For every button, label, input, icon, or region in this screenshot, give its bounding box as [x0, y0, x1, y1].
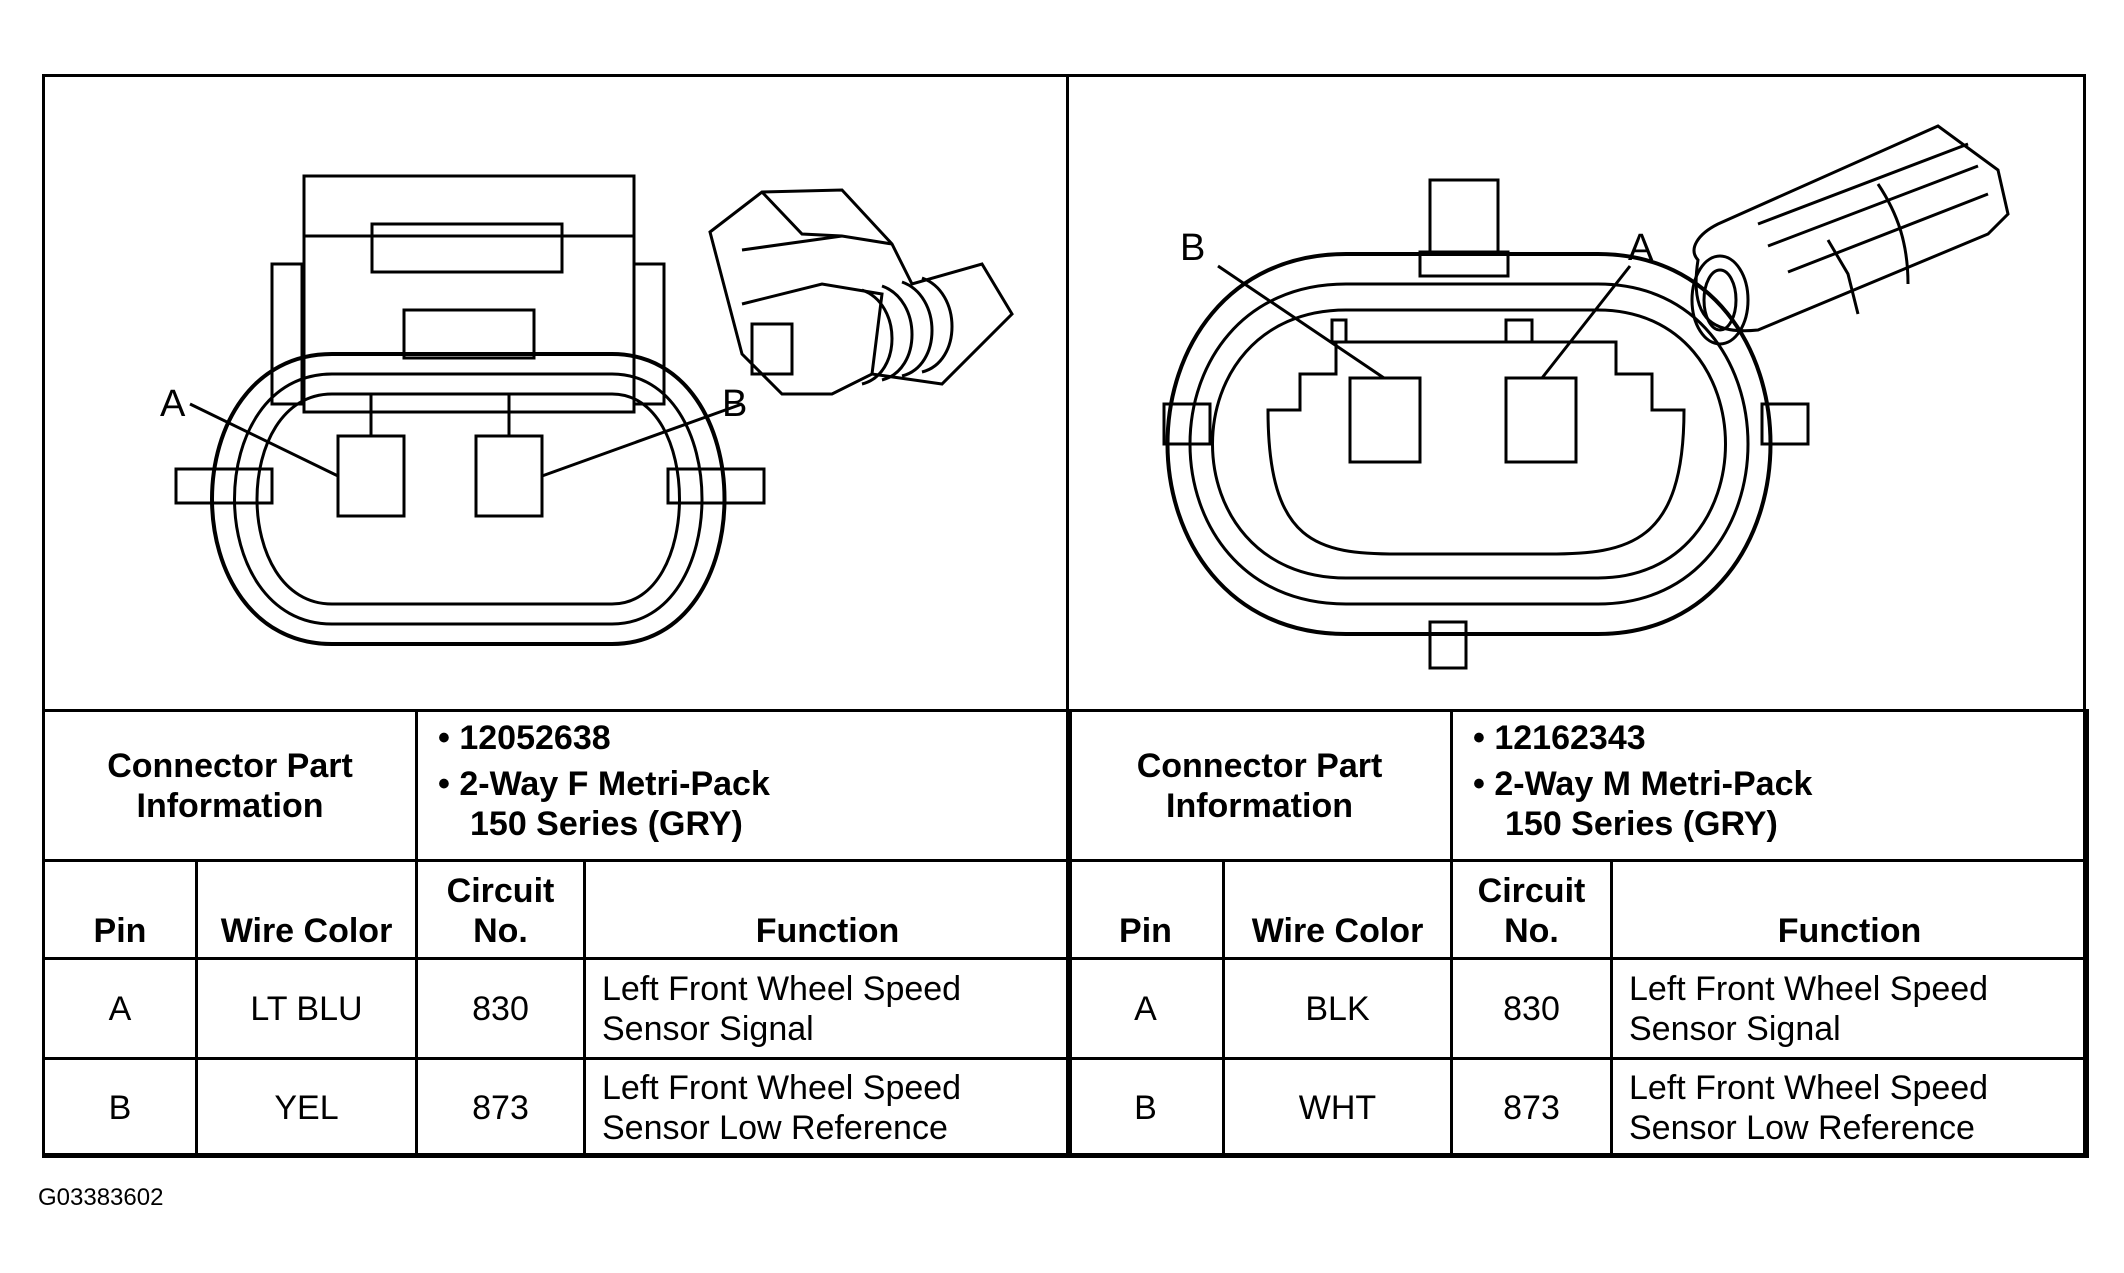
connector-part-info: • 12162343 • 2-Way M Metri-Pack 150 Seri… — [1449, 709, 2090, 862]
col-function: Function — [1609, 859, 2090, 960]
wire-color-cell: BLK — [1222, 957, 1453, 1060]
callout-b: B — [1180, 227, 1205, 269]
part-series: 150 Series (GRY) — [470, 805, 743, 843]
function-cell: Left Front Wheel Speed Sensor Signal — [582, 957, 1073, 1060]
col-wire-color: Wire Color — [1222, 859, 1453, 960]
table-row: B WHT 873 Left Front Wheel Speed Sensor … — [1066, 1057, 2090, 1158]
callout-a: A — [160, 383, 186, 425]
pin-cell: B — [1066, 1057, 1225, 1158]
function-cell: Left Front Wheel Speed Sensor Low Refere… — [582, 1057, 1073, 1158]
part-number: 12162343 — [1494, 719, 1646, 757]
circuit-cell: 830 — [1450, 957, 1613, 1060]
wire-color-cell: YEL — [195, 1057, 418, 1158]
col-circuit-no: Circuit No. — [415, 859, 586, 960]
table-row: B YEL 873 Left Front Wheel Speed Sensor … — [42, 1057, 1073, 1158]
pin-cell: B — [42, 1057, 198, 1158]
wire-color-cell: LT BLU — [195, 957, 418, 1060]
connector-perspective-female — [708, 188, 1014, 396]
part-type: 2-Way M Metri-Pack — [1494, 765, 1813, 803]
table-row: A BLK 830 Left Front Wheel Speed Sensor … — [1066, 957, 2090, 1060]
col-function: Function — [582, 859, 1073, 960]
connector-drawing-female: A B — [42, 74, 1068, 711]
circuit-cell: 873 — [1450, 1057, 1613, 1158]
col-circuit-no: Circuit No. — [1450, 859, 1613, 960]
pin-cell: A — [1066, 957, 1225, 1060]
callout-b: B — [722, 383, 747, 425]
connector-perspective-male — [1690, 124, 2010, 346]
callout-a: A — [1628, 227, 1654, 269]
circuit-cell: 873 — [415, 1057, 586, 1158]
drawing-divider — [1066, 74, 1069, 711]
function-cell: Left Front Wheel Speed Sensor Signal — [1609, 957, 2090, 1060]
pin-cell: A — [42, 957, 198, 1060]
part-series: 150 Series (GRY) — [1505, 805, 1778, 843]
col-wire-color: Wire Color — [195, 859, 418, 960]
wire-color-cell: WHT — [1222, 1057, 1453, 1158]
table-row: A LT BLU 830 Left Front Wheel Speed Sens… — [42, 957, 1073, 1060]
col-pin: Pin — [42, 859, 198, 960]
connector-part-info-label: Connector Part Information — [1066, 709, 1453, 862]
circuit-cell: 830 — [415, 957, 586, 1060]
col-pin: Pin — [1066, 859, 1225, 960]
figure-id: G03383602 — [38, 1184, 164, 1211]
part-number: 12052638 — [459, 719, 611, 757]
connector-drawing-male: B A — [1068, 74, 2086, 711]
connector-part-info-label: Connector Part Information — [42, 709, 418, 862]
function-cell: Left Front Wheel Speed Sensor Low Refere… — [1609, 1057, 2090, 1158]
pinout-table-female: Connector Part Information • 12052638 • … — [42, 709, 1073, 1158]
pinout-table-male: Connector Part Information • 12162343 • … — [1066, 709, 2090, 1158]
connector-part-info: • 12052638 • 2-Way F Metri-Pack 150 Seri… — [414, 709, 1073, 862]
part-type: 2-Way F Metri-Pack — [459, 765, 770, 803]
